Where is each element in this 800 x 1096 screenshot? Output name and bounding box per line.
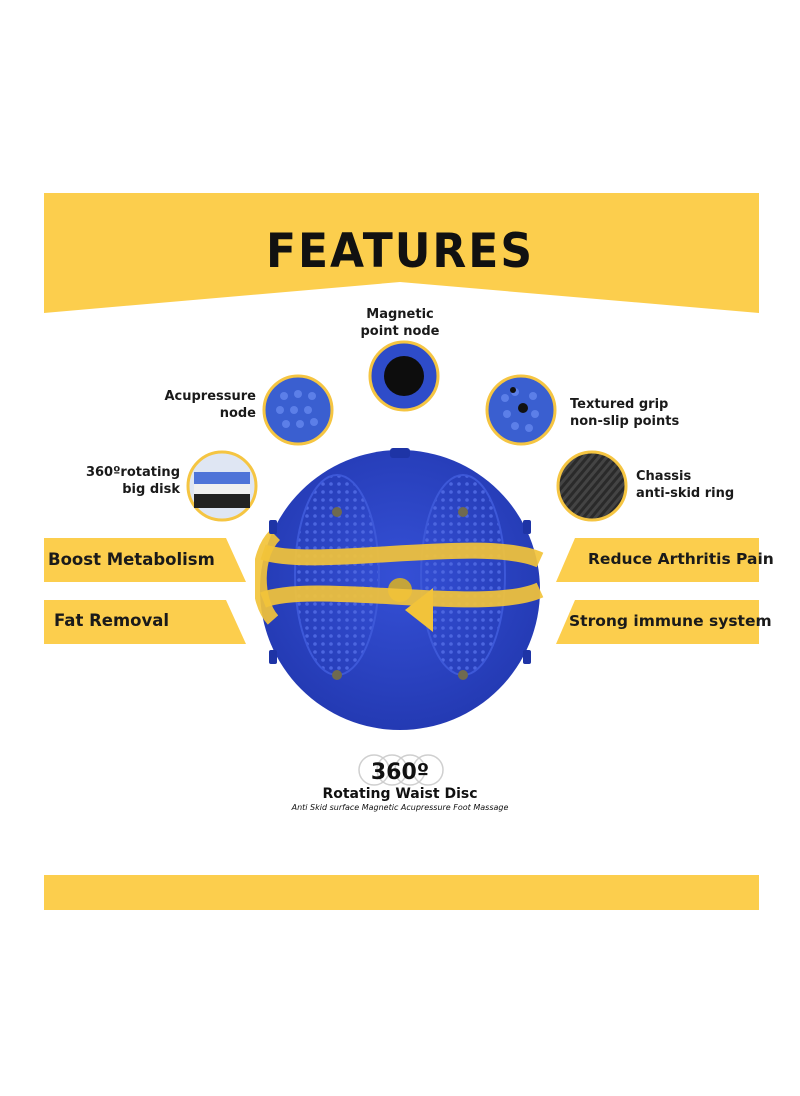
chassis-label-line-2: anti-skid ring xyxy=(636,486,735,501)
big-disk-label-line-2: big disk xyxy=(122,482,180,497)
benefit-fat-removal: Fat Removal xyxy=(54,611,170,630)
benefit-band-right-1 xyxy=(556,538,759,582)
benefit-strong-immune-system: Strong immune system xyxy=(569,612,772,630)
caption-product-name: Rotating Waist Disc xyxy=(322,786,478,802)
big-disk-label-line-1: 360ºrotating xyxy=(85,465,180,480)
acupressure-node-icon xyxy=(262,374,334,446)
benefit-band-left-1 xyxy=(44,538,246,582)
textured-label-line-2: non-slip points xyxy=(570,414,680,429)
textured-grip-icon xyxy=(485,374,557,446)
rotation-rings-icon xyxy=(358,754,444,786)
big-disk-label: 360ºrotating big disk xyxy=(66,464,180,498)
benefit-boost-metabolism: Boost Metabolism xyxy=(48,550,215,569)
caption-degrees: 360º xyxy=(370,760,430,785)
textured-grip-label: Textured grip non-slip points xyxy=(570,396,730,430)
textured-label-line-1: Textured grip xyxy=(570,397,669,412)
chassis-ring-icon xyxy=(556,450,628,522)
magnetic-node-label: Magnetic point node xyxy=(330,306,470,340)
caption-tagline: Anti Skid surface Magnetic Acupressure F… xyxy=(291,803,509,812)
acupressure-node-label: Acupressure node xyxy=(130,388,256,422)
page-title: FEATURES xyxy=(265,223,535,280)
waist-disc-image xyxy=(255,448,544,730)
benefit-band-left-2 xyxy=(44,600,246,644)
chassis-label: Chassis anti-skid ring xyxy=(636,468,766,502)
benefit-reduce-arthritis-pain: Reduce Arthritis Pain xyxy=(588,550,774,568)
header-band xyxy=(44,193,759,313)
footer-band xyxy=(44,875,759,910)
magnetic-node-label-line-1: Magnetic xyxy=(366,307,434,322)
big-disk-icon xyxy=(186,450,258,522)
magnetic-node-label-line-2: point node xyxy=(360,324,440,339)
acupressure-label-line-2: node xyxy=(219,406,256,421)
chassis-label-line-1: Chassis xyxy=(636,469,692,484)
magnetic-node-icon xyxy=(368,340,440,412)
acupressure-label-line-1: Acupressure xyxy=(164,389,256,404)
benefit-band-right-2 xyxy=(556,600,759,644)
